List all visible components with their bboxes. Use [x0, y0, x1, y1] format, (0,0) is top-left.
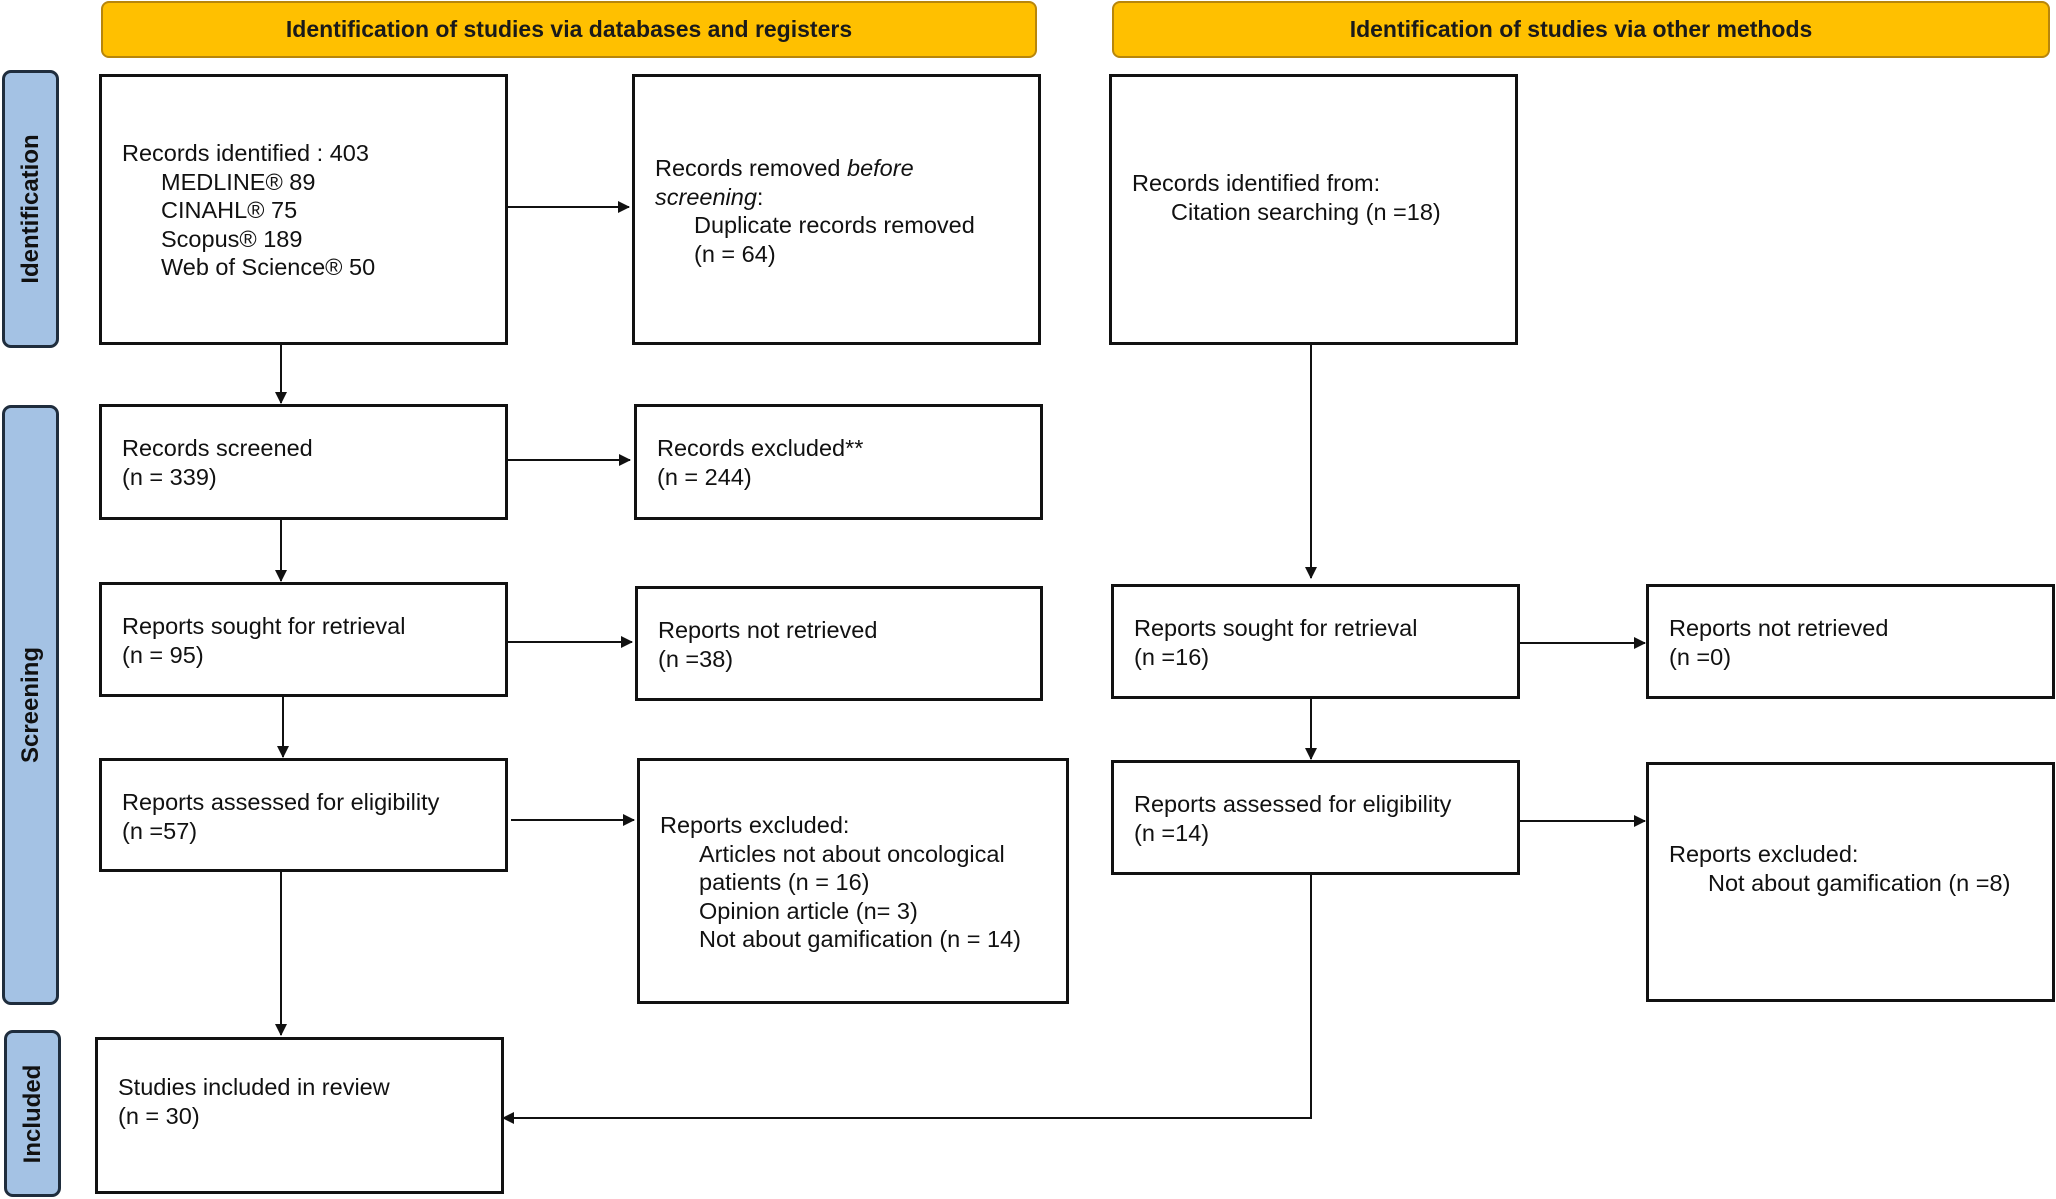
- db-reports-sought-label: Reports sought for retrieval: [122, 613, 406, 639]
- records-screened-box: Records screened (n = 339): [99, 404, 508, 520]
- db-reports-sought-box: Reports sought for retrieval (n = 95): [99, 582, 508, 697]
- other-reports-sought-n: (n =16): [1134, 643, 1210, 670]
- other-reports-assessed-n: (n =14): [1134, 819, 1210, 846]
- scopus-count: Scopus® 189: [161, 225, 303, 252]
- records-removed-heading: Records removed before screening:: [655, 154, 998, 211]
- db-reports-not-retrieved-box: Reports not retrieved (n =38): [635, 586, 1043, 701]
- studies-included-label: Studies included in review: [118, 1074, 390, 1100]
- db-reports-assessed-label: Reports assessed for eligibility: [122, 789, 440, 815]
- studies-included-n: (n = 30): [118, 1102, 200, 1129]
- records-screened-n: (n = 339): [122, 463, 217, 490]
- stage-identification: Identification: [2, 70, 59, 348]
- records-identified-box: Records identified : 403 MEDLINE® 89 CIN…: [99, 74, 508, 345]
- records-removed-suffix: :: [756, 183, 764, 210]
- records-screened-label: Records screened: [122, 435, 313, 461]
- records-excluded-box: Records excluded** (n = 244): [634, 404, 1043, 520]
- db-reports-sought-n: (n = 95): [122, 641, 204, 668]
- header-other-methods: Identification of studies via other meth…: [1112, 1, 2050, 58]
- other-reports-sought-label: Reports sought for retrieval: [1134, 615, 1418, 641]
- other-identified-heading: Records identified from:: [1132, 170, 1381, 196]
- db-reports-excluded-label: Reports excluded:: [660, 812, 850, 838]
- other-reports-assessed-label: Reports assessed for eligibility: [1134, 791, 1452, 817]
- records-excluded-n: (n = 244): [657, 463, 752, 490]
- other-reports-excluded-box: Reports excluded: Not about gamification…: [1646, 762, 2055, 1002]
- other-reports-not-retrieved-n: (n =0): [1669, 643, 1732, 670]
- duplicates-removed-n: (n = 64): [694, 240, 776, 267]
- other-identified-box: Records identified from: Citation search…: [1109, 74, 1518, 345]
- excluded-reason-opinion: Opinion article (n= 3): [699, 897, 918, 924]
- other-reports-not-retrieved-box: Reports not retrieved (n =0): [1646, 584, 2055, 699]
- db-reports-assessed-box: Reports assessed for eligibility (n =57): [99, 758, 508, 872]
- db-reports-not-retrieved-n: (n =38): [658, 645, 734, 672]
- duplicates-removed: Duplicate records removed: [694, 212, 975, 238]
- records-removed-italic: before screening: [655, 155, 914, 210]
- records-removed-box: Records removed before screening: Duplic…: [632, 74, 1041, 345]
- other-reports-excluded-label: Reports excluded:: [1669, 841, 1859, 867]
- wos-count: Web of Science® 50: [161, 254, 376, 280]
- stage-included: Included: [4, 1030, 61, 1197]
- db-reports-assessed-n: (n =57): [122, 817, 198, 844]
- header-other-methods-label: Identification of studies via other meth…: [1349, 16, 1813, 42]
- db-reports-not-retrieved-label: Reports not retrieved: [658, 617, 878, 643]
- stage-screening: Screening: [2, 405, 59, 1005]
- db-reports-excluded-box: Reports excluded: Articles not about onc…: [637, 758, 1069, 1004]
- arrow-other-assessed-to-included: [502, 874, 1312, 1124]
- records-excluded-label: Records excluded**: [657, 435, 864, 461]
- studies-included-box: Studies included in review (n = 30): [95, 1037, 504, 1194]
- other-reports-not-retrieved-label: Reports not retrieved: [1669, 615, 1889, 641]
- header-databases-label: Identification of studies via databases …: [285, 16, 853, 42]
- other-reports-sought-box: Reports sought for retrieval (n =16): [1111, 584, 1520, 699]
- excluded-reason-gamification: Not about gamification (n = 14): [699, 926, 1022, 952]
- citation-searching-count: Citation searching (n =18): [1171, 198, 1441, 225]
- records-removed-prefix: Records removed: [655, 155, 847, 181]
- header-databases: Identification of studies via databases …: [101, 1, 1037, 58]
- medline-count: MEDLINE® 89: [161, 168, 316, 195]
- cinahl-count: CINAHL® 75: [161, 197, 298, 223]
- records-identified-total: Records identified : 403: [122, 140, 369, 166]
- other-reports-assessed-box: Reports assessed for eligibility (n =14): [1111, 760, 1520, 875]
- excluded-reason-oncological-count: patients (n = 16): [699, 869, 870, 895]
- other-excluded-reason-gamification: Not about gamification (n =8): [1708, 869, 2011, 896]
- excluded-reason-oncological: Articles not about oncological: [699, 840, 1005, 867]
